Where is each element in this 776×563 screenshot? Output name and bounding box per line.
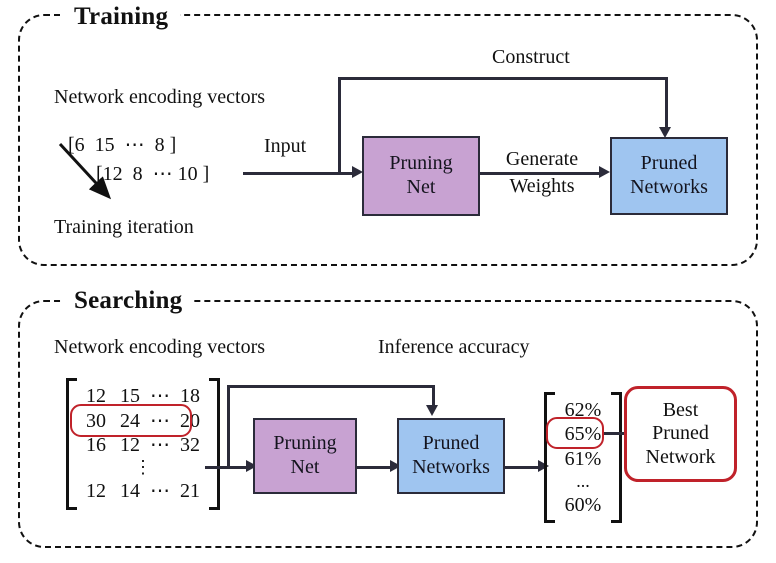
matrix-cell: 20 (180, 409, 200, 432)
matrix-row: 12 14 ⋯ 21 (79, 479, 207, 503)
accuracy-right-bracket (611, 392, 622, 523)
best-pruned-network-box[interactable]: Best Pruned Network (624, 386, 737, 482)
searching-vectors-caption: Network encoding vectors (54, 336, 266, 358)
training-construct-hline (338, 77, 668, 80)
matrix-right-bracket (209, 378, 220, 510)
training-pruned-networks-line1: Pruned (640, 152, 698, 175)
matrix-cell: ⋯ (150, 434, 170, 457)
searching-pruned-networks-line2: Networks (412, 456, 490, 478)
accuracy-row: 61% (557, 447, 609, 471)
matrix-cell: 16 (86, 434, 106, 457)
searching-pruned-networks-line1: Pruned (422, 432, 480, 455)
training-iteration-arrow (58, 142, 112, 200)
searching-mid-arrowhead (390, 460, 401, 472)
training-generate-label-line1: Generate (505, 148, 579, 170)
matrix-cell: 14 (120, 480, 140, 503)
searching-accuracy-line (505, 466, 542, 469)
searching-pruned-networks-box[interactable]: Pruned Networks (397, 418, 505, 494)
matrix-row: 12 15 ⋯ 18 (79, 384, 207, 408)
best-pruned-network-line3: Network (645, 445, 716, 468)
accuracy-row: 62% (557, 398, 609, 422)
searching-mid-line (357, 466, 394, 469)
accuracy-value: 65% (564, 423, 602, 446)
accuracy-rows: 62%65%61%... 60% (555, 392, 611, 523)
accuracy-row-ellipsis: ... (557, 471, 609, 493)
training-pruned-networks-box[interactable]: Pruned Networks (610, 137, 728, 215)
matrix-cell: 30 (86, 409, 106, 432)
training-pruning-net-line2: Net (406, 176, 436, 198)
training-pruning-net-line1: Pruning (389, 152, 453, 175)
training-construct-vline-left (338, 77, 341, 173)
matrix-cell: 12 (120, 434, 140, 457)
matrix-cell: 15 (120, 385, 140, 408)
training-panel-title: Training (62, 4, 181, 29)
matrix-cell: 12 (86, 480, 106, 503)
matrix-left-bracket (66, 378, 77, 510)
training-construct-arrowhead (659, 127, 671, 138)
searching-accuracy-arrowhead (538, 460, 549, 472)
accuracy-left-bracket (544, 392, 555, 523)
training-generate-arrowhead (599, 166, 610, 178)
matrix-cell: ⋯ (150, 385, 170, 408)
searching-feedback-hline (227, 385, 435, 388)
training-input-arrowhead (352, 166, 363, 178)
accuracy-value: ... (576, 470, 590, 491)
matrix-cell: 32 (180, 434, 200, 457)
training-pruning-net-box[interactable]: Pruning Net (362, 136, 480, 216)
matrix-cell: ⋯ (150, 480, 170, 503)
best-pruned-network-line1: Best (662, 398, 699, 421)
searching-panel (18, 300, 758, 548)
matrix-row-ellipsis: ⋮ (79, 457, 207, 479)
searching-feedback-vline-right (432, 385, 435, 407)
training-pruned-networks-line2: Networks (630, 176, 708, 198)
best-pruned-network-line2: Pruned (652, 422, 709, 445)
matrix-cell: 18 (180, 385, 200, 408)
matrix-cell: 21 (180, 480, 200, 503)
training-input-label: Input (264, 135, 307, 157)
searching-feedback-vline-left (227, 385, 230, 466)
accuracy-value: 60% (564, 493, 602, 516)
matrix-cell: ⋯ (150, 409, 170, 432)
searching-input-arrowhead (246, 460, 257, 472)
training-vector-row-2: [12 8 ⋯ 10 ] (96, 163, 210, 185)
accuracy-row: 65% (557, 422, 609, 446)
searching-pruning-net-box[interactable]: Pruning Net (253, 418, 357, 494)
accuracy-value: 61% (564, 447, 602, 470)
training-vectors-caption: Network encoding vectors (54, 86, 266, 108)
training-generate-line (480, 172, 602, 175)
searching-pruning-net-line2: Net (290, 456, 320, 478)
matrix-row: 16 12 ⋯ 32 (79, 433, 207, 457)
searching-panel-title: Searching (62, 288, 195, 313)
training-generate-label-line2: Weights (509, 175, 575, 197)
accuracy-value: 62% (564, 398, 602, 421)
searching-best-line (604, 432, 639, 435)
searching-accuracy-column: 62%65%61%... 60% (544, 392, 622, 523)
matrix-cell: 24 (120, 409, 140, 432)
matrix-row: 30 24 ⋯ 20 (79, 409, 207, 433)
training-vector-row-1: [6 15 ⋯ 8 ] (68, 134, 177, 156)
searching-pruning-net-line1: Pruning (273, 432, 337, 455)
matrix-cell: 12 (86, 385, 106, 408)
searching-input-line (205, 466, 250, 469)
training-iteration-caption: Training iteration (54, 216, 194, 238)
training-input-line (243, 172, 356, 175)
training-construct-label: Construct (492, 46, 570, 68)
accuracy-row: 60% (557, 493, 609, 517)
searching-feedback-arrowhead (426, 405, 438, 416)
matrix-ellipsis: ⋮ (134, 457, 152, 478)
training-construct-vline-right (665, 77, 668, 129)
searching-accuracy-caption: Inference accuracy (378, 336, 530, 358)
training-panel (18, 14, 758, 266)
